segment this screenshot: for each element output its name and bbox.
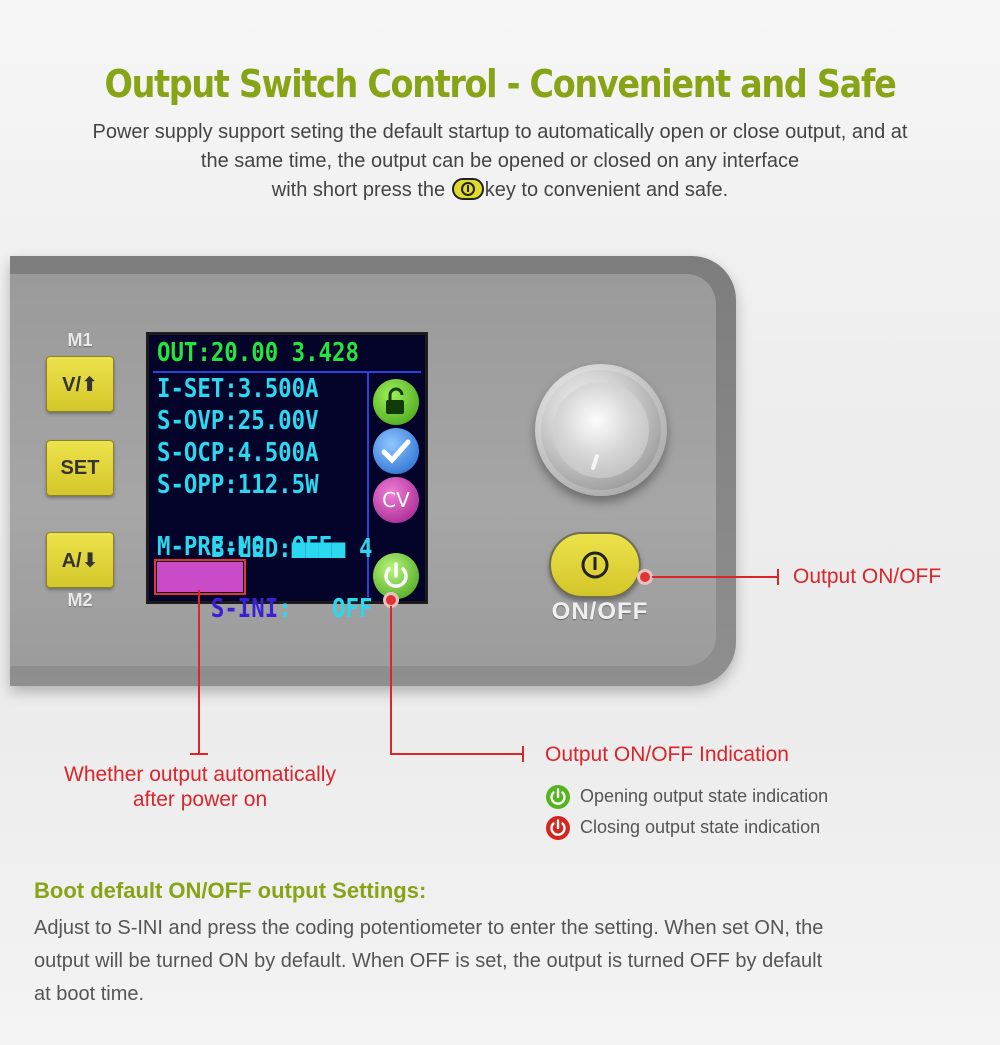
auto-output-line-2: after power on — [132, 788, 268, 811]
set-button[interactable]: SET — [46, 440, 114, 496]
desc-line-3-after: key to convenient and safe. — [484, 179, 729, 201]
power-key-icon — [451, 178, 484, 200]
boot-line-2: output will be turned ON by default. Whe… — [34, 950, 823, 972]
voltage-up-button[interactable]: V/⬆ — [46, 356, 114, 412]
encoder-knob-cap — [553, 382, 649, 478]
lcd-output-readout: OUT:20.00 3.428 — [157, 338, 359, 368]
m1-label: M1 — [67, 330, 93, 350]
output-onoff-annotation: Output ON/OFF — [793, 565, 942, 588]
lcd-sovp: S-OVP:25.00V — [157, 406, 319, 436]
onoff-pointer-line — [652, 576, 778, 578]
auto-output-line-1: Whether output automatically — [64, 763, 336, 786]
boot-settings-body: Adjust to S-INI and press the coding pot… — [34, 912, 954, 1011]
sini-highlight — [154, 559, 246, 595]
onoff-button[interactable] — [549, 532, 641, 598]
lcd-vertical-divider — [367, 371, 369, 597]
check-icon — [373, 428, 419, 474]
desc-line-2: the same time, the output can be opened … — [200, 150, 800, 172]
lcd-bled-bars: ■■■■ — [291, 534, 346, 564]
onoff-pointer-dot — [637, 569, 653, 585]
page-title: Output Switch Control - Convenient and S… — [104, 62, 897, 106]
current-down-button[interactable]: A/⬇ — [46, 532, 114, 588]
lcd-sini-value: OFF — [332, 594, 373, 624]
opening-indication-text: Opening output state indication — [580, 786, 829, 806]
indication-title: Output ON/OFF Indication — [545, 743, 789, 766]
boot-line-3: at boot time. — [34, 983, 145, 1005]
lcd-sopp: S-OPP:112.5W — [157, 470, 319, 500]
lcd-socp: S-OCP:4.500A — [157, 438, 319, 468]
onoff-label: ON/OFF — [551, 598, 649, 625]
lcd-mpre: M-PRE:M0 OFF — [157, 532, 333, 562]
sini-pointer-tick — [190, 753, 208, 755]
unlock-icon — [373, 379, 419, 425]
indicator-pointer-vline — [390, 606, 392, 754]
boot-line-1: Adjust to S-INI and press the coding pot… — [34, 917, 824, 939]
onoff-pointer-tick — [777, 569, 779, 585]
lcd-screen: OUT:20.00 3.428 I-SET:3.500A S-OVP:25.00… — [146, 332, 428, 624]
lcd-divider — [153, 371, 421, 373]
lcd-iset: I-SET:3.500A — [157, 374, 319, 404]
lcd-sini-colon: : — [278, 594, 292, 624]
lcd-sini: S-INI: OFF — [157, 561, 373, 657]
power-on-indicator-icon — [373, 553, 419, 599]
boot-settings-title: Boot default ON/OFF output Settings: — [34, 878, 427, 903]
lcd-bled-value: 4 — [358, 534, 373, 564]
m2-label: M2 — [67, 590, 93, 610]
red-power-icon — [545, 815, 571, 841]
indicator-pointer-hline — [390, 753, 523, 755]
auto-output-annotation: Whether output automatically after power… — [30, 762, 370, 812]
indicator-pointer-tick — [522, 746, 524, 762]
power-icon — [581, 551, 609, 579]
lcd-bled: B-LED:■■■■ 4 — [157, 501, 373, 597]
closing-indication-text: Closing output state indication — [580, 817, 821, 837]
desc-line-3: with short press the key to convenient a… — [40, 176, 960, 205]
cv-mode-badge: CV — [373, 477, 419, 523]
desc-line-3-before: with short press the — [271, 179, 446, 201]
desc-line-1: Power supply support seting the default … — [92, 121, 908, 143]
lcd-sini-label: S-INI — [210, 594, 279, 624]
green-power-icon — [545, 784, 571, 810]
lcd-bled-label: B-LED: — [210, 534, 292, 564]
sini-pointer-vline — [198, 590, 200, 754]
header-description: Power supply support seting the default … — [40, 118, 960, 205]
